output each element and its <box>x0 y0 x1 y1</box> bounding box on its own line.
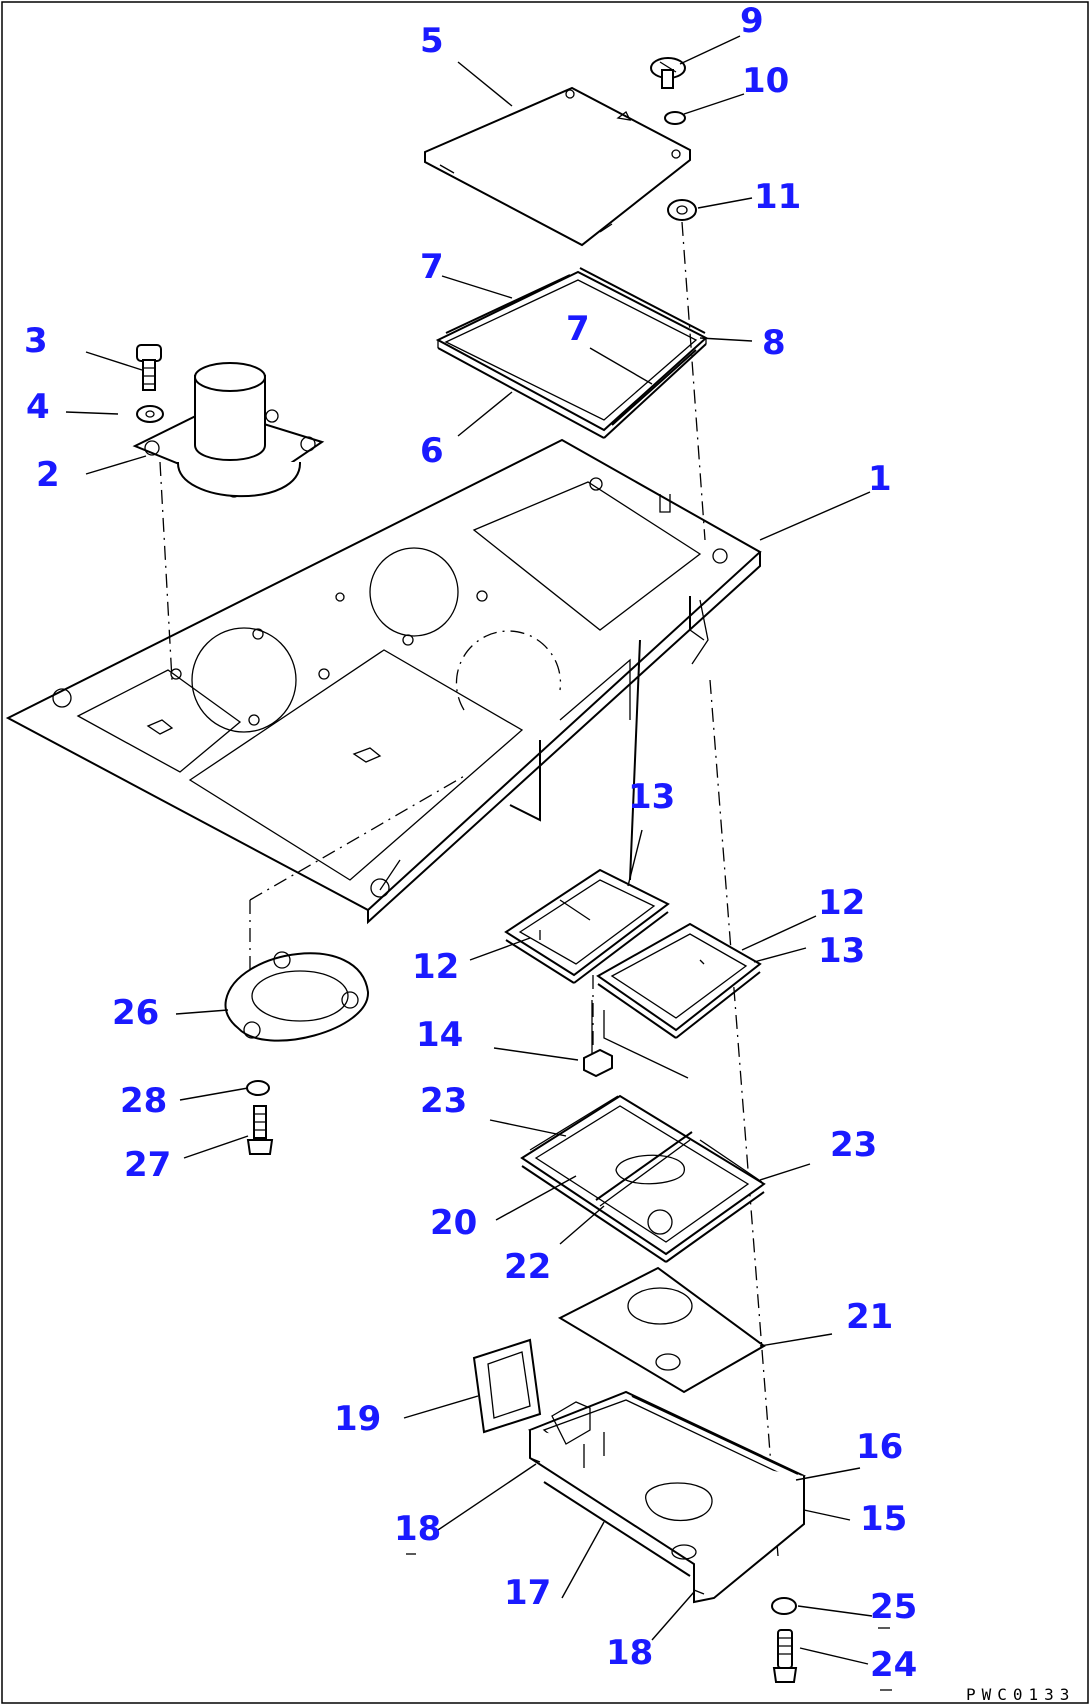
callout-25: 25 <box>870 1587 917 1627</box>
callout-11: 11 <box>754 177 801 217</box>
part-17-seal-strip <box>543 1481 691 1577</box>
callout-5: 5 <box>420 21 444 61</box>
part-20-tray <box>520 1094 766 1263</box>
part-12-filter-right <box>603 959 705 1079</box>
label-ticks <box>406 1553 892 1691</box>
part-16-seal-strip <box>631 1395 799 1475</box>
callout-14: 14 <box>416 1015 463 1055</box>
callout-28: 28 <box>120 1081 167 1121</box>
part-4-washer <box>136 405 164 423</box>
callout-10: 10 <box>742 61 789 101</box>
callout-1: 1 <box>868 459 892 499</box>
part-22-divider <box>595 1131 693 1201</box>
part-24-bolt <box>772 1629 798 1683</box>
callout-18-bottom: 18 <box>606 1633 653 1673</box>
alignment-lines <box>159 221 779 1557</box>
callout-26: 26 <box>112 993 159 1033</box>
part-13-frame-left <box>504 868 670 984</box>
part-7-seal-strips <box>445 274 697 426</box>
part-15-housing <box>528 1390 806 1604</box>
callout-6: 6 <box>420 431 444 471</box>
part-8-seal-strip <box>579 267 706 334</box>
callout-16: 16 <box>856 1427 903 1467</box>
part-18-seal <box>529 1457 705 1595</box>
part-2-flange-duct <box>132 362 325 498</box>
callout-27: 27 <box>124 1145 171 1185</box>
callout-15: 15 <box>860 1499 907 1539</box>
callout-22: 22 <box>504 1247 551 1287</box>
part-6-plate <box>435 270 708 439</box>
part-5-cover-plate <box>424 86 691 247</box>
callout-24: 24 <box>870 1645 917 1685</box>
part-13-frame-right <box>596 922 762 1039</box>
part-21-gasket-plate <box>557 1266 766 1394</box>
callout-7-right: 7 <box>566 309 590 349</box>
callout-19: 19 <box>334 1399 381 1439</box>
part-19-seal <box>472 1338 542 1434</box>
callout-23-right: 23 <box>830 1125 877 1165</box>
callout-7-left: 7 <box>420 247 444 287</box>
part-1-floor-plate <box>5 438 762 925</box>
figure-code: PWC0133 <box>966 1685 1075 1704</box>
callout-13-right: 13 <box>818 931 865 971</box>
callout-4: 4 <box>26 387 50 427</box>
callout-20: 20 <box>430 1203 477 1243</box>
part-28-washer <box>246 1080 270 1096</box>
part-9-bolt <box>650 57 686 89</box>
callout-9: 9 <box>740 1 764 41</box>
callout-8: 8 <box>762 323 786 363</box>
part-12-filter-left <box>539 899 591 940</box>
part-14-clip <box>583 1000 613 1078</box>
callout-18-left: 18 <box>394 1509 441 1549</box>
part-11-nut <box>667 199 697 221</box>
callout-12-left: 12 <box>412 947 459 987</box>
part-3-bolt <box>136 344 162 391</box>
callout-21: 21 <box>846 1297 893 1337</box>
part-23-gasket <box>529 1095 763 1183</box>
callout-2: 2 <box>36 455 60 495</box>
part-27-bolt <box>246 1105 274 1155</box>
callout-17: 17 <box>504 1573 551 1613</box>
part-26-cover-ring <box>224 951 370 1042</box>
callout-12-right: 12 <box>818 883 865 923</box>
part-10-washer <box>664 111 686 125</box>
callout-23-left: 23 <box>420 1081 467 1121</box>
callout-labels: 5 9 10 11 7 7 8 6 3 4 2 1 13 12 13 12 14… <box>24 1 917 1685</box>
leader-lines <box>65 35 873 1665</box>
callout-3: 3 <box>24 321 48 361</box>
callout-13-top: 13 <box>628 777 675 817</box>
part-25-washer <box>771 1597 797 1615</box>
